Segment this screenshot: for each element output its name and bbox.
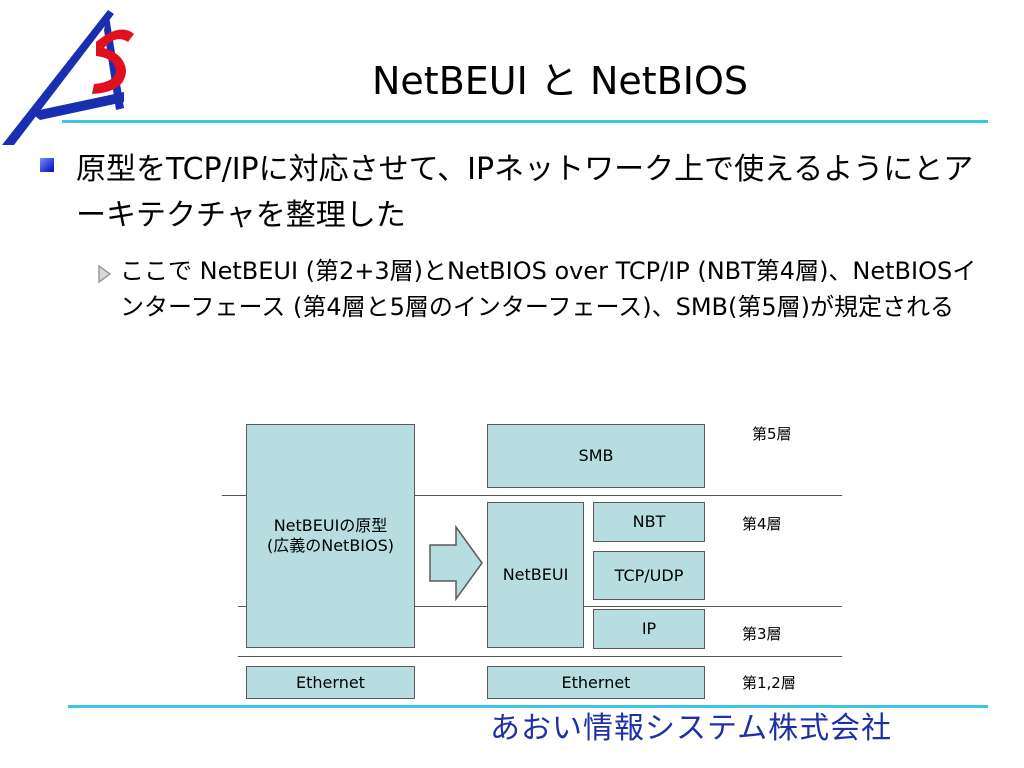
main-bullet-text: 原型をTCP/IPに対応させて、IPネットワーク上で使えるようにとアーキテクチャ… bbox=[76, 152, 974, 233]
nbt-box: NBT bbox=[593, 502, 705, 542]
footer-line bbox=[68, 705, 988, 708]
bullet-square-icon bbox=[40, 158, 54, 172]
company-name: あおい情報システム株式会社 bbox=[490, 711, 893, 746]
tcp-udp-box: TCP/UDP bbox=[593, 551, 705, 600]
netbeui-prototype-box: NetBEUIの原型 (広義のNetBIOS) bbox=[246, 424, 415, 648]
netbeui-box: NetBEUI bbox=[487, 502, 584, 648]
layer-3-label: 第3層 bbox=[742, 625, 782, 643]
smb-box: SMB bbox=[487, 424, 705, 488]
layer-1-2-label: 第1,2層 bbox=[742, 674, 796, 692]
sub-bullet-text: ここで NetBEUI (第2+3層)とNetBIOS over TCP/IP … bbox=[120, 257, 977, 321]
layer-divider-bottom bbox=[238, 656, 842, 657]
layer-4-label: 第4層 bbox=[742, 515, 782, 533]
right-arrow-icon bbox=[429, 525, 483, 601]
title-underline bbox=[62, 120, 988, 123]
left-ethernet-box: Ethernet bbox=[246, 666, 415, 699]
layer-5-label: 第5層 bbox=[752, 425, 792, 443]
layer-divider-top bbox=[222, 495, 842, 496]
sub-bullet-triangle-icon bbox=[98, 265, 112, 283]
slide-title: NetBEUI と NetBIOS bbox=[372, 59, 748, 103]
right-ethernet-box: Ethernet bbox=[487, 666, 705, 699]
ip-box: IP bbox=[593, 609, 705, 649]
company-logo bbox=[2, 10, 134, 145]
